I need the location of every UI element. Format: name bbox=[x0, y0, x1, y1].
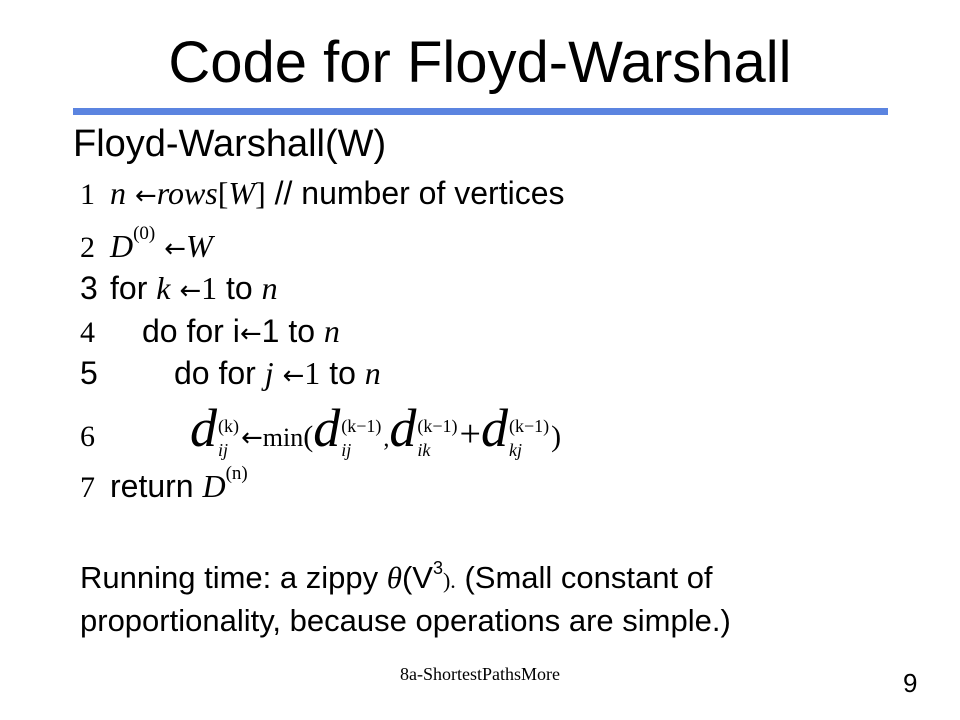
line-number: 6 bbox=[80, 420, 95, 453]
keyword-return: return bbox=[110, 468, 194, 504]
matrix-d: D bbox=[202, 468, 226, 504]
procedure-signature: Floyd-Warshall(W) bbox=[73, 123, 387, 165]
assign-arrow: ← bbox=[164, 234, 186, 264]
min-function: min bbox=[262, 423, 304, 452]
lhs-superscript: (k) bbox=[218, 415, 239, 436]
title-underline bbox=[73, 108, 888, 115]
exponent-3: 3 bbox=[432, 558, 443, 578]
term2-superscript: (k−1) bbox=[417, 415, 458, 436]
matrix-d: D bbox=[110, 228, 134, 264]
theta-symbol: θ bbox=[386, 560, 402, 595]
var-n: n bbox=[364, 355, 381, 391]
start-value: 1 bbox=[304, 355, 321, 391]
line-number: 1 bbox=[80, 178, 95, 211]
term2-scripts: (k−1) ik bbox=[417, 414, 457, 462]
line-number: 7 bbox=[80, 471, 95, 504]
superscript-n: (n) bbox=[225, 463, 248, 484]
assign-arrow: ← bbox=[239, 319, 262, 349]
code-line-3: 3 for k ←1 to n bbox=[80, 268, 278, 311]
term3-superscript: (k−1) bbox=[508, 415, 550, 436]
keyword-do-for: do for bbox=[174, 355, 256, 391]
code-line-4: 4 do for i←1 to n bbox=[80, 311, 340, 354]
start-value: 1 bbox=[201, 270, 218, 306]
var-j: j bbox=[264, 355, 274, 391]
running-time-line-1: Running time: a zippy θ(V3). (Small cons… bbox=[80, 558, 713, 602]
lhs-d: d bbox=[190, 398, 217, 458]
start-value: 1 bbox=[261, 313, 280, 349]
running-time-prefix: Running time: a zippy bbox=[80, 560, 379, 595]
matrix-w: W bbox=[228, 175, 256, 211]
assign-arrow: ← bbox=[134, 181, 157, 211]
line-comment: // number of vertices bbox=[274, 175, 565, 211]
plus-sign: + bbox=[459, 413, 481, 455]
lhs-subscript: ij bbox=[218, 439, 229, 460]
term3-d: d bbox=[480, 398, 508, 458]
running-time-line-2: proportionality, because operations are … bbox=[80, 603, 731, 638]
open-bracket: [ bbox=[217, 175, 229, 211]
comma: , bbox=[383, 426, 390, 452]
line-number: 5 bbox=[80, 355, 98, 391]
theta-close: ). bbox=[442, 568, 456, 593]
keyword-do-for-i: do for i bbox=[142, 313, 240, 349]
keyword-to: to bbox=[329, 355, 356, 391]
keyword-for: for bbox=[110, 270, 148, 306]
lhs-scripts: (k) ij bbox=[218, 414, 239, 462]
keyword-to: to bbox=[288, 313, 315, 349]
term1-scripts: (k−1) ij bbox=[341, 414, 381, 462]
term2-subscript: ik bbox=[417, 439, 431, 460]
code-line-7: 7 return D(n) bbox=[80, 463, 248, 512]
keyword-to: to bbox=[226, 270, 253, 306]
line-number: 4 bbox=[80, 316, 95, 349]
assign-arrow: ← bbox=[179, 276, 202, 306]
term2-d: d bbox=[389, 398, 417, 458]
assign-arrow: ← bbox=[241, 423, 263, 453]
slide-title: Code for Floyd-Warshall bbox=[168, 30, 792, 95]
term1-subscript: ij bbox=[341, 439, 352, 460]
superscript-0: (0) bbox=[133, 223, 156, 244]
term1-superscript: (k−1) bbox=[341, 415, 382, 436]
close-bracket: ] bbox=[255, 175, 266, 211]
var-n: n bbox=[323, 313, 340, 349]
slide-footer: 8a-ShortestPathsMore bbox=[400, 664, 560, 684]
term1-d: d bbox=[313, 398, 341, 458]
var-n: n bbox=[261, 270, 278, 306]
term3-subscript: kj bbox=[508, 439, 522, 460]
theta-argument: (V bbox=[401, 560, 433, 595]
page-number: 9 bbox=[903, 668, 918, 698]
line-number: 2 bbox=[80, 231, 95, 264]
running-time-note: (Small constant of bbox=[464, 560, 713, 595]
assign-arrow: ← bbox=[282, 361, 305, 391]
var-n: n bbox=[110, 175, 126, 211]
code-line-5: 5 do for j ←1 to n bbox=[80, 353, 381, 396]
var-k: k bbox=[156, 270, 171, 306]
open-paren: ( bbox=[303, 420, 314, 453]
close-paren: ) bbox=[551, 420, 562, 453]
term3-scripts: (k−1) kj bbox=[509, 414, 549, 462]
rows-function: rows bbox=[156, 175, 218, 211]
line-number: 3 bbox=[80, 270, 98, 306]
matrix-w: W bbox=[185, 228, 213, 264]
